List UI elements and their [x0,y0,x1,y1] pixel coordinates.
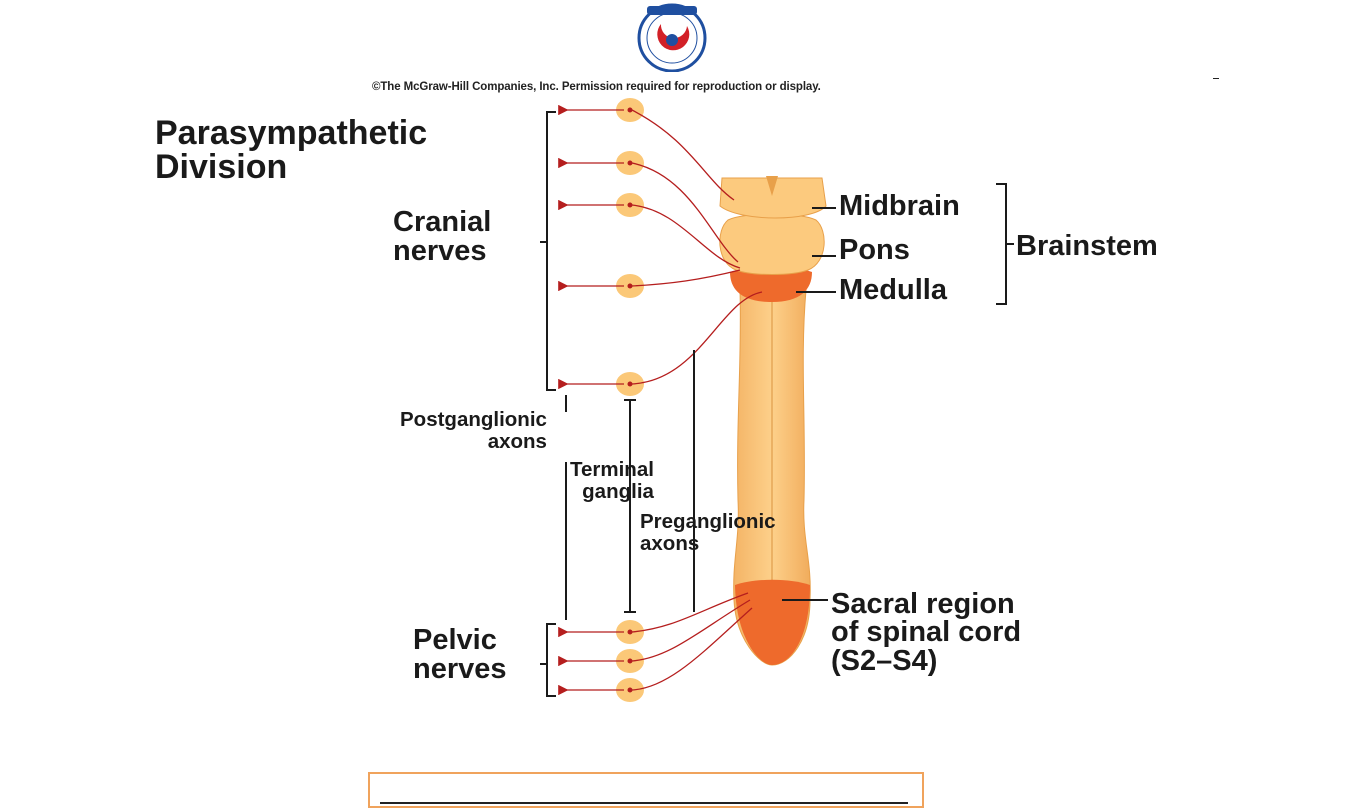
preganglionic-label: Preganglionic axons [640,510,776,555]
midbrain-notch [766,176,778,196]
terminal-ganglia-line [624,399,636,613]
college-logo [637,3,707,72]
brainstem-bracket [996,183,1014,305]
pons-region [719,213,825,275]
postganglionic-axons [558,104,624,696]
postganglionic-label: Postganglionic axons [400,408,547,453]
sacral-region [735,579,810,665]
terminal-ganglia-label: Terminal ganglia [570,458,654,503]
midbrain-region [719,177,827,219]
cranial-nerves-label: Cranial nerves [393,206,492,267]
medulla-label: Medulla [839,274,947,306]
sacral-region-label: Sacral region of spinal cord (S2–S4) [831,588,1022,677]
corner-tick [1213,78,1219,79]
preganglionic-axons [631,109,763,691]
brainstem-label: Brainstem [1016,230,1158,262]
answer-underline [380,802,908,804]
cranial-ganglia [616,98,644,396]
ganglion-dots [627,107,633,693]
medulla-region [730,266,812,302]
answer-box [368,772,924,808]
copyright-notice: ©The McGraw-Hill Companies, Inc. Permiss… [372,81,821,93]
pelvic-nerves-bracket [540,623,556,697]
diagram-title: Parasympathetic Division [155,114,428,186]
midbrain-label: Midbrain [839,190,960,222]
pelvic-nerves-label: Pelvic nerves [413,624,507,685]
pons-label: Pons [839,234,910,266]
cranial-nerves-bracket [540,111,556,391]
